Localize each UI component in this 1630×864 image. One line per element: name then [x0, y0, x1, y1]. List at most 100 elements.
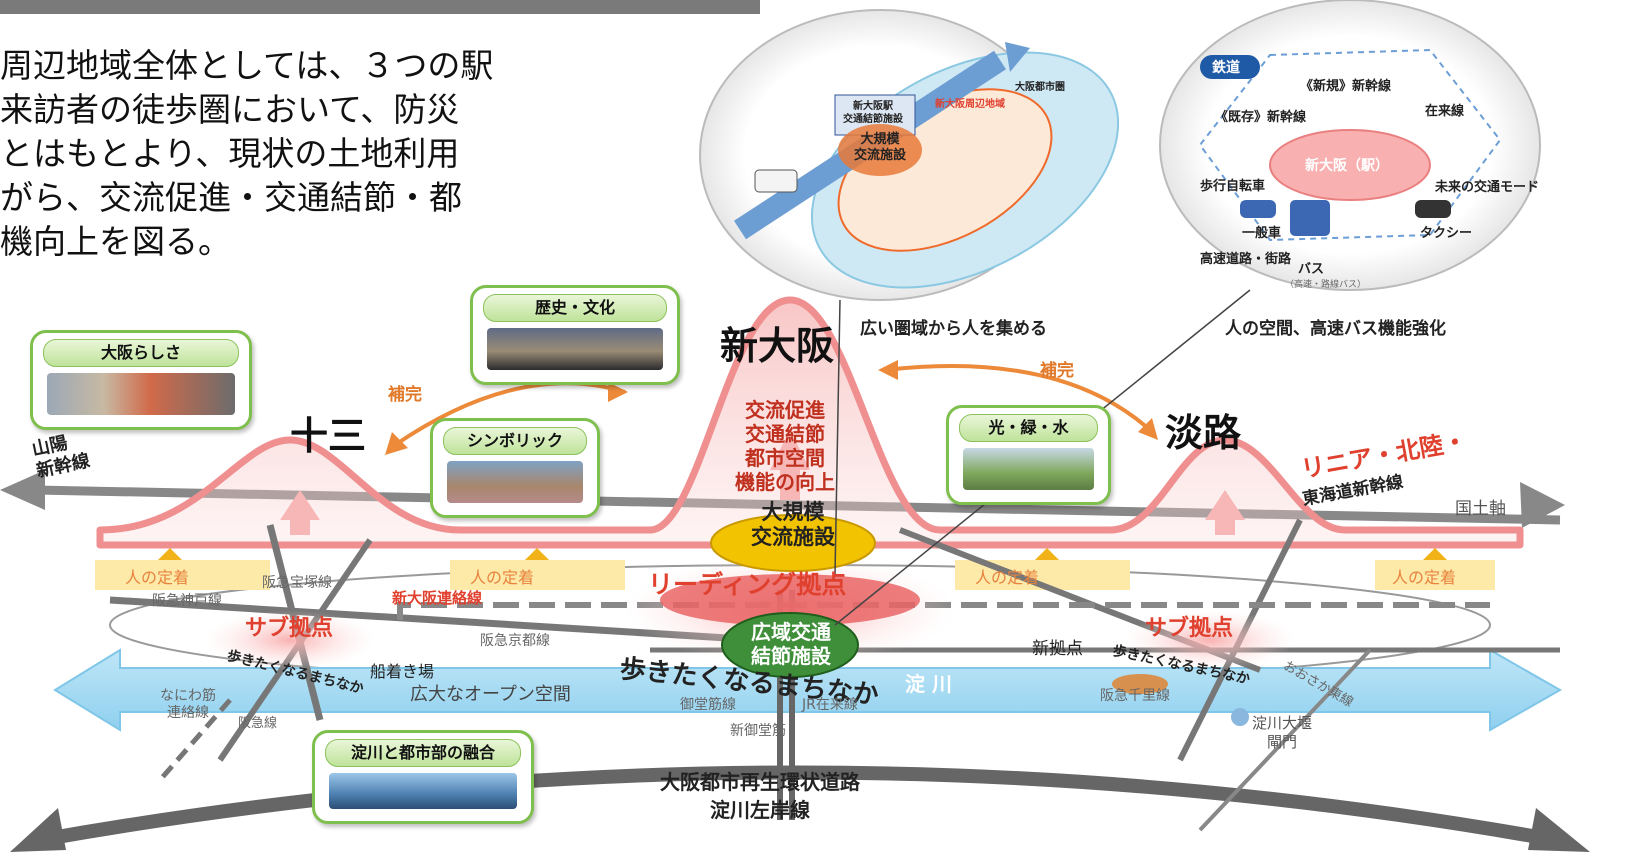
bus-note-label: （高速・路線バス）: [1285, 280, 1367, 290]
bubble-large-facility-label: 大規模 交流施設: [840, 132, 920, 164]
national-axis-arrow-right: [1520, 482, 1565, 528]
leading-hub-label: リーディング拠点: [648, 570, 847, 599]
settle-label: 人の定着: [125, 568, 190, 587]
settle-label: 人の定着: [1392, 568, 1457, 587]
yodogawa-ozeki-label: 淀川大堰 閘門: [1252, 714, 1312, 752]
ozeki-line: 閘門: [1267, 733, 1298, 751]
complement-arrow-left: [393, 381, 626, 447]
function-line: 交通結節: [745, 422, 825, 446]
shinki-shinkansen-label: 《新規》新幹線: [1300, 79, 1392, 94]
highway-label: 高速道路・街路: [1200, 252, 1292, 267]
center-functions: 交流促進 交通結節 都市空間 機能の向上: [715, 398, 855, 494]
function-line: 交流促進: [745, 398, 825, 422]
sub-hub-glow-right: [1125, 610, 1295, 670]
intro-line: とはもとより、現状の土地利用: [0, 134, 460, 173]
callout-title: 大阪らしさ: [43, 339, 239, 367]
settle-arrow: [158, 548, 182, 560]
callout-title: シンボリック: [443, 427, 587, 455]
new-hub-label: 新拠点: [1032, 639, 1083, 659]
mountain-outline: [96, 296, 1524, 549]
bubble-right-caption: 人の空間、高速バス機能強化: [1225, 319, 1446, 339]
label-hankyu-senri: 阪急千里線: [1100, 688, 1170, 704]
tetsudo-badge: [1200, 55, 1260, 79]
complement-label-right: 補完: [1040, 361, 1074, 381]
bubble-facility-line: 交流施設: [853, 148, 906, 163]
label-naniwa-suji: なにわ筋 連絡線: [160, 688, 216, 722]
label-hankyu-kobe: 阪急神戸線: [152, 593, 222, 609]
label-jr-zairai: JR在来線: [802, 697, 858, 713]
rail-shin-osaka-renraku: [397, 602, 1490, 620]
node-line: 結節施設: [751, 644, 831, 668]
ring-road-arrow-right: [1528, 808, 1590, 852]
national-axis-arrow-left: [0, 470, 45, 510]
callout-osaka-rashisa: 大阪らしさ: [30, 330, 252, 430]
ippansha-label: 一般車: [1242, 226, 1282, 241]
park-photo: [963, 448, 1094, 490]
settle-arrow: [1035, 548, 1059, 560]
sub-hub-left: サブ拠点: [245, 616, 334, 641]
leading-hub-oval: [660, 574, 920, 626]
facility-line: 交流施設: [751, 525, 835, 549]
label-shin-midosuji: 新御堂筋: [730, 723, 786, 739]
yodogawa-label: 淀 川: [905, 672, 952, 696]
callout-title: 光・緑・水: [959, 414, 1098, 442]
peak-shin-osaka: 新大阪: [720, 324, 835, 368]
open-space-label: 広大なオープン空間: [410, 684, 571, 705]
node-facility-line: 新大阪駅: [853, 101, 893, 112]
peak-awaji: 淡路: [1165, 411, 1242, 455]
large-facility-oval: [710, 514, 876, 572]
ring-road-label: 大阪都市再生環状道路 淀川左岸線: [600, 768, 920, 824]
transport-node-label: 広域交通 結節施設: [713, 620, 869, 668]
bus-label: バス: [1298, 262, 1325, 277]
tetsudo-label: 鉄道: [1212, 60, 1240, 76]
taxi-icon: [1415, 200, 1451, 218]
kokudo-axis-label: 国土軸: [1455, 499, 1506, 519]
station-oval: [1269, 129, 1431, 201]
large-facility-blob: [838, 124, 922, 176]
yodogawa-ozeki-marker: [1231, 708, 1249, 726]
zairaisen-label: 在来線: [1425, 104, 1465, 119]
callout-title: 歴史・文化: [483, 294, 667, 322]
callout-yodogawa-toshi: 淀川と都市部の融合: [312, 730, 534, 824]
settle-arrow: [1423, 548, 1447, 560]
settle-arrow: [525, 548, 549, 560]
settle-label: 人の定着: [975, 568, 1040, 587]
sub-hub-glow-left: [205, 610, 375, 670]
bubble-left-caption: 広い圏域から人を集める: [860, 319, 1047, 339]
sub-hub-right: サブ拠点: [1145, 616, 1234, 641]
future-mode-label: 未来の交通モード: [1435, 180, 1540, 195]
yodogawa-river: [53, 648, 1563, 732]
up-arrow: [770, 430, 810, 500]
shin-osaka-area-label: 新大阪周辺地域: [935, 99, 1005, 110]
funatsukiba-label: 船着き場: [370, 662, 435, 681]
ozeki-line: 淀川大堰: [1252, 714, 1313, 732]
osaka-metro-label: 大阪都市圏: [1015, 82, 1065, 93]
up-arrow: [280, 490, 320, 535]
callout-rekishi-bunka: 歴史・文化: [470, 285, 680, 385]
node-facility-label: 新大阪駅 交通結節施設: [818, 100, 928, 126]
intro-line: がら、交流促進・交通結節・都: [0, 178, 462, 217]
callout-title: 淀川と都市部の融合: [325, 739, 521, 767]
bubble-leader-left: [834, 299, 841, 576]
settle-bar: [95, 560, 270, 590]
peak-juso: 十三: [290, 414, 367, 458]
label-hankyu-takarazuka: 阪急宝塚線: [262, 575, 332, 591]
callout-hikari-midori-mizu: 光・緑・水: [946, 405, 1111, 505]
facility-line: 大規模: [761, 500, 825, 524]
label-midosuji: 御堂筋線: [680, 697, 736, 713]
ring-road-arrow-left: [10, 808, 66, 852]
label-hankyu-kyoto: 阪急京都線: [480, 633, 550, 649]
function-line: 機能の向上: [735, 470, 835, 494]
car-icon: [1240, 200, 1276, 218]
settle-bar: [1375, 560, 1495, 590]
intro-line: 機向上を図る。: [0, 222, 231, 261]
node-line: 広域交通: [751, 620, 831, 644]
intro-text: 周辺地域全体としては、３つの駅 来訪者の徒歩圏において、防災 とはもとより、現状…: [0, 44, 620, 264]
bubble-facility-line: 大規模: [860, 132, 900, 147]
bus-icon: [754, 169, 798, 193]
top-bar: [0, 0, 760, 14]
complement-label-left: 補完: [388, 385, 422, 405]
ring-line: 淀川左岸線: [710, 798, 810, 822]
settle-label: 人の定着: [470, 568, 535, 587]
rail-naniwa-suji: [158, 698, 232, 782]
